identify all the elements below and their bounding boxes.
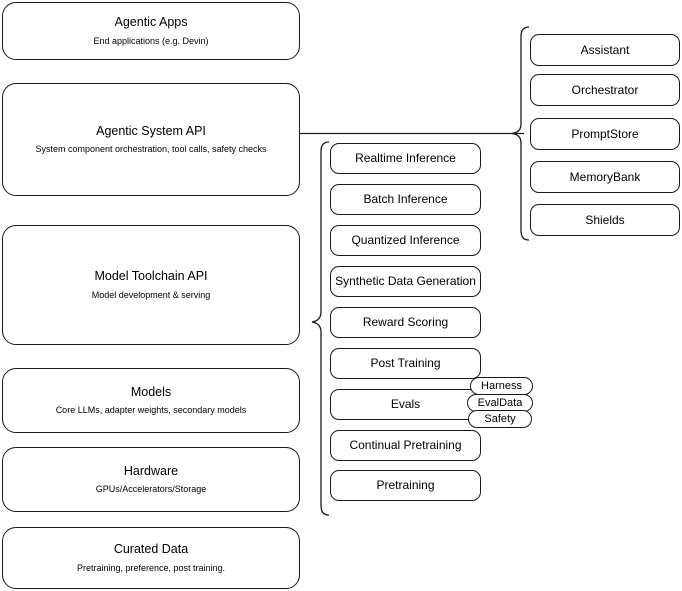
toolchain-label: Post Training	[370, 356, 441, 370]
toolchain-box-batch-inference[interactable]: Batch Inference	[330, 184, 481, 215]
system-box-assistant[interactable]: Assistant	[530, 34, 680, 66]
system-label: Orchestrator	[571, 82, 639, 97]
layer-title: Hardware	[123, 463, 179, 478]
layer-subtitle: End applications (e.g. Devin)	[93, 35, 209, 46]
system-box-promptstore[interactable]: PromptStore	[530, 118, 680, 150]
layer-title: Models	[130, 384, 172, 399]
toolchain-label: Evals	[390, 397, 421, 411]
layer-subtitle: System component orchestration, tool cal…	[35, 144, 267, 155]
layer-box-curated-data[interactable]: Curated Data Pretraining, preference, po…	[2, 527, 300, 589]
toolchain-label: Pretraining	[376, 478, 435, 492]
layer-subtitle: Core LLMs, adapter weights, secondary mo…	[55, 405, 247, 416]
system-label: Shields	[585, 212, 625, 227]
system-label: Assistant	[580, 42, 630, 57]
layer-title: Model Toolchain API	[94, 269, 208, 284]
evals-pill-label: EvalData	[477, 397, 523, 409]
system-box-memorybank[interactable]: MemoryBank	[530, 161, 680, 193]
toolchain-box-pretraining[interactable]: Pretraining	[330, 470, 481, 501]
layer-subtitle: Pretraining, preference, post training.	[76, 562, 226, 573]
evals-pill-harness[interactable]: Harness	[470, 377, 533, 395]
system-label: MemoryBank	[569, 169, 641, 184]
layer-box-hardware[interactable]: Hardware GPUs/Accelerators/Storage	[2, 447, 300, 512]
layer-box-agentic-system-api[interactable]: Agentic System API System component orch…	[2, 83, 300, 196]
toolchain-label: Batch Inference	[363, 192, 448, 206]
system-label: PromptStore	[571, 126, 639, 141]
toolchain-box-synthetic-data-generation[interactable]: Synthetic Data Generation	[330, 266, 481, 297]
evals-pill-label: Safety	[484, 413, 516, 425]
toolchain-label: Quantized Inference	[351, 233, 460, 247]
layer-title: Agentic System API	[96, 123, 206, 138]
layer-box-model-toolchain-api[interactable]: Model Toolchain API Model development & …	[2, 225, 300, 345]
toolchain-label: Continual Pretraining	[349, 438, 462, 452]
layer-box-models[interactable]: Models Core LLMs, adapter weights, secon…	[2, 368, 300, 433]
system-box-orchestrator[interactable]: Orchestrator	[530, 74, 680, 106]
toolchain-box-reward-scoring[interactable]: Reward Scoring	[330, 307, 481, 338]
layer-subtitle: Model development & serving	[91, 289, 211, 300]
evals-pill-label: Harness	[481, 380, 522, 392]
toolchain-label: Reward Scoring	[362, 315, 449, 329]
layer-subtitle: GPUs/Accelerators/Storage	[95, 484, 207, 495]
toolchain-box-evals[interactable]: Evals	[330, 389, 481, 420]
layer-title: Curated Data	[113, 542, 189, 557]
toolchain-box-realtime-inference[interactable]: Realtime Inference	[330, 143, 481, 174]
toolchain-label: Realtime Inference	[355, 151, 456, 165]
evals-pill-safety[interactable]: Safety	[468, 410, 532, 428]
layer-title: Agentic Apps	[114, 15, 188, 30]
layer-box-agentic-apps[interactable]: Agentic Apps End applications (e.g. Devi…	[2, 2, 300, 60]
toolchain-box-continual-pretraining[interactable]: Continual Pretraining	[330, 430, 481, 461]
system-box-shields[interactable]: Shields	[530, 204, 680, 236]
toolchain-box-quantized-inference[interactable]: Quantized Inference	[330, 225, 481, 256]
toolchain-box-post-training[interactable]: Post Training	[330, 348, 481, 379]
toolchain-label: Synthetic Data Generation	[335, 274, 476, 288]
